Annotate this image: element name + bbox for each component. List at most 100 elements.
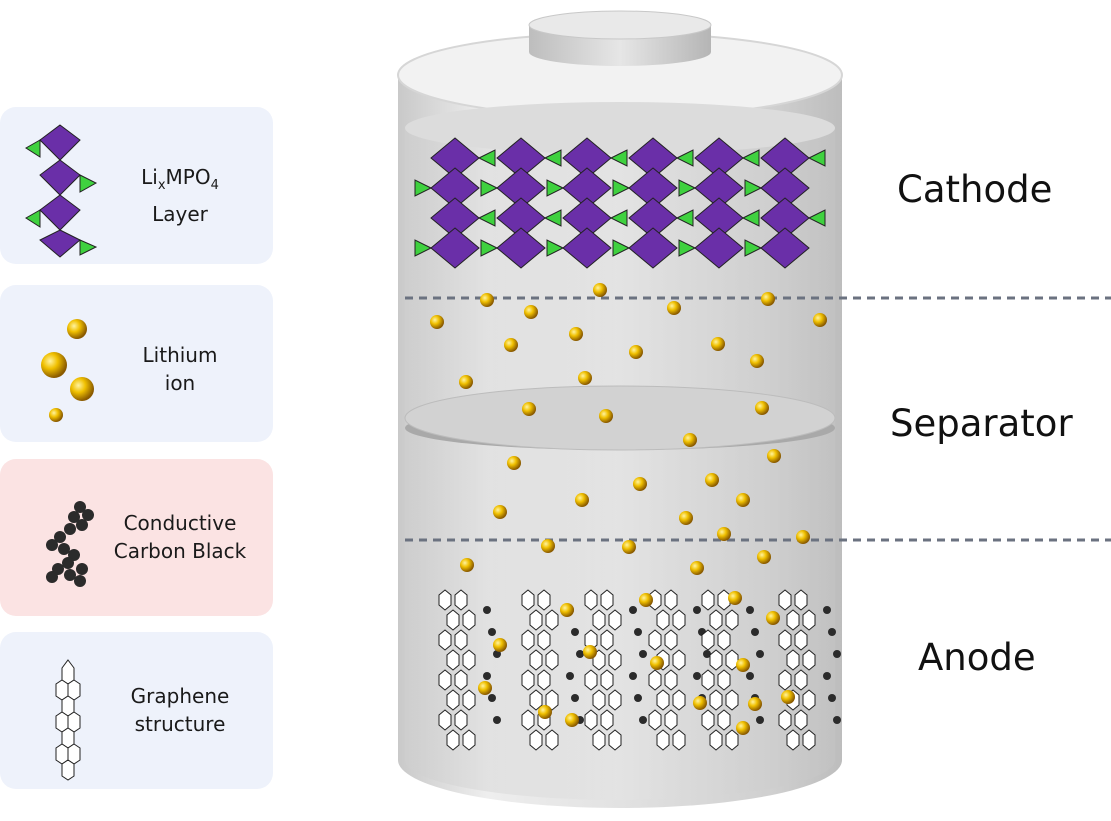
lithium-ion [750,354,764,368]
graphene-cell [725,689,739,711]
battery-cap-top [528,10,712,40]
lithium-ion [813,313,827,327]
tetrahedron [807,209,826,227]
lithium-ion [541,539,555,553]
graphene-cell [717,629,731,651]
graphene-cell [709,609,723,631]
carbon-particle [823,672,831,680]
graphene-cell [592,729,606,751]
graphene-cell [701,669,715,691]
tetrahedron [609,209,628,227]
carbon-particle [493,650,501,658]
lithium-ion [629,345,643,359]
lithium-ion [522,402,536,416]
lithium-ion [748,697,762,711]
graphene-cell [592,609,606,631]
cathode-lixmpo4-layer [414,137,826,269]
lithium-ion [583,645,597,659]
graphene-cell [462,609,476,631]
tetrahedron [741,209,760,227]
carbon-particle [488,628,496,636]
polyhedron [430,227,480,269]
lithium-ion [593,283,607,297]
lithium-ion [650,656,664,670]
separator-label: Separator [890,402,1073,445]
graphene-cell [709,729,723,751]
graphene-cell [521,709,535,731]
graphene-cell [537,669,551,691]
lithium-ion [493,505,507,519]
graphene-cell [446,689,460,711]
carbon-particle [751,628,759,636]
graphene-cell [786,609,800,631]
carbon-particle [693,606,701,614]
lithium-ion [569,327,583,341]
lithium-ion [599,409,613,423]
graphene-cell [545,649,559,671]
carbon-particle [634,694,642,702]
graphene-cell [778,589,792,611]
anode-label: Anode [918,636,1036,679]
legend-card-lixmpo4: LixMPO4 Layer [0,107,273,264]
cathode-label: Cathode [897,168,1053,211]
polyhedron [628,227,678,269]
lithium-ion [538,705,552,719]
graphene-cell [778,629,792,651]
graphene-cell [778,669,792,691]
carbon-particle [629,606,637,614]
graphene-cell [778,709,792,731]
carbon-particle [828,694,836,702]
polyhedron [760,227,810,269]
graphene-cell [545,609,559,631]
anode-graphene-layer [438,589,841,751]
graphene-cell [786,729,800,751]
graphene-cell [608,689,622,711]
tetrahedron [612,179,631,197]
graphene-cell [438,669,452,691]
graphene-cell [446,649,460,671]
graphene-cell [600,709,614,731]
polyhedron [562,227,612,269]
lithium-ion [560,603,574,617]
graphene-cell [537,629,551,651]
graphene-cell [545,689,559,711]
tetrahedron [675,149,694,167]
graphene-cell [529,649,543,671]
graphene-cell [802,649,816,671]
carbon-particle [833,716,841,724]
graphene-cell [545,729,559,751]
graphene-cell [462,649,476,671]
polyhedron [694,227,744,269]
graphene-cell [454,709,468,731]
carbon-particle [488,694,496,702]
graphene-cell [802,689,816,711]
carbon-particle [746,606,754,614]
graphene-cell [438,709,452,731]
carbon-particle [493,716,501,724]
lithium-ion [460,558,474,572]
tetrahedron [546,179,565,197]
lithium-ion [679,511,693,525]
graphene-cell [672,649,686,671]
graphene-cell [454,669,468,691]
graphene-cell [454,589,468,611]
carbon-particle [833,650,841,658]
graphene-cell [664,709,678,731]
graphene-cell [672,609,686,631]
lithium-ion [693,696,707,710]
carbon-particle [823,606,831,614]
graphene-cell [802,729,816,751]
graphene-cell [438,589,452,611]
graphene-cell [584,669,598,691]
graphene-cell [462,729,476,751]
carbon-particle [571,628,579,636]
graphene-cell [608,609,622,631]
graphene-cell [656,609,670,631]
lithium-ion [761,292,775,306]
graphene-cell [794,589,808,611]
lithium-ion [766,611,780,625]
